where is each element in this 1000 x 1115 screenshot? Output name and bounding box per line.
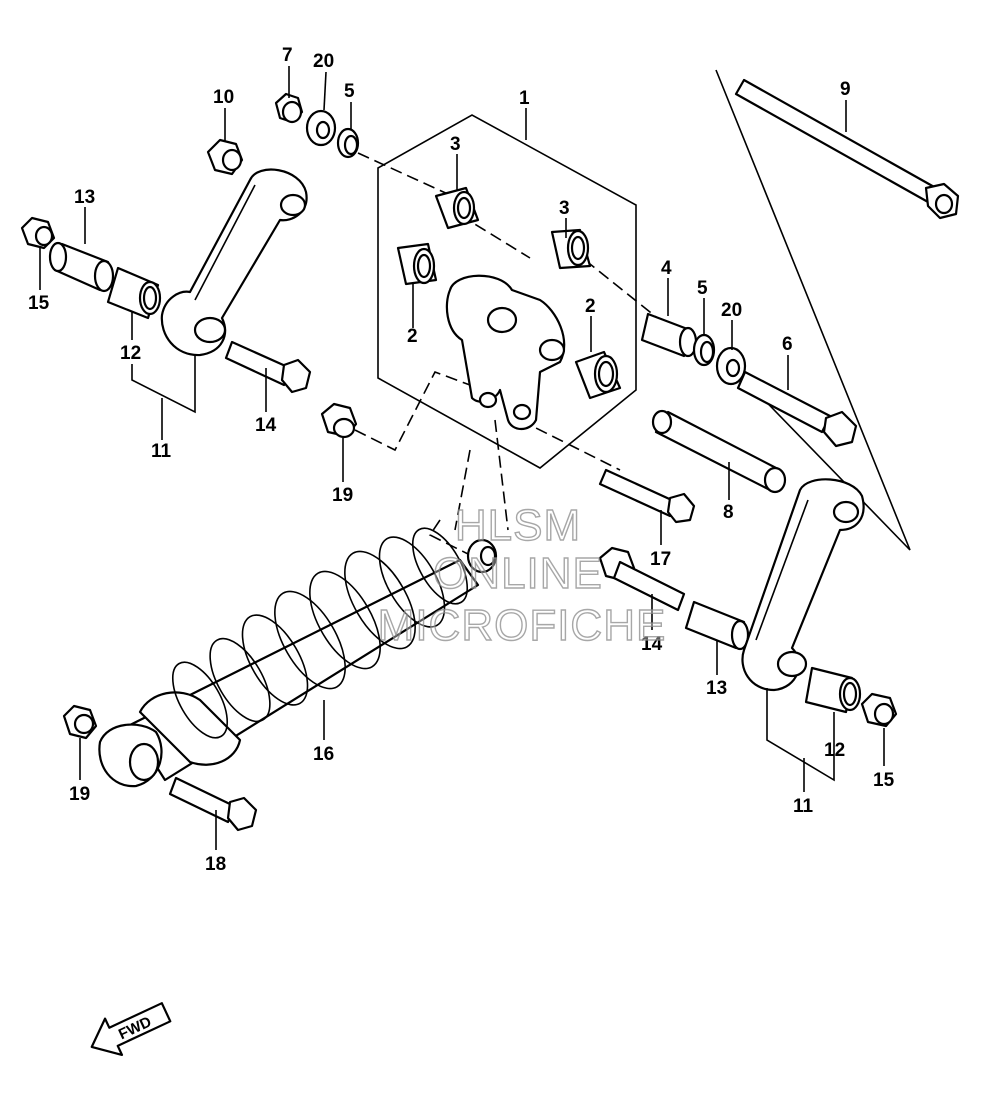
- callout-17: 17: [650, 549, 671, 570]
- callout-10: 10: [213, 87, 234, 108]
- collar-part-13-right: [684, 600, 750, 651]
- collar-part-13-left: [48, 241, 115, 293]
- callout-5-right: 5: [697, 278, 708, 299]
- nut-part-10: [206, 138, 244, 176]
- cushion-rod-right: [741, 478, 865, 692]
- nut-part-19-lower: [62, 704, 98, 740]
- watermark-line-3: MICROFICHE: [378, 601, 667, 650]
- washer-part-20-right: [715, 346, 747, 386]
- bolt-part-14-left: [224, 340, 312, 394]
- nut-part-7: [274, 92, 304, 124]
- callout-4: 4: [661, 258, 672, 279]
- callout-12-left: 12: [120, 343, 141, 364]
- seal-part-5-right: [692, 333, 716, 367]
- callout-15-left: 15: [28, 293, 50, 314]
- cushion-lever-box: [377, 114, 637, 469]
- bolt-9-reference-line: [715, 69, 911, 551]
- callout-9: 9: [840, 79, 851, 100]
- callout-18: 18: [205, 854, 226, 875]
- callout-6: 6: [782, 334, 793, 355]
- cushion-rod-left: [160, 168, 308, 357]
- callout-12-right: 12: [824, 740, 845, 761]
- bearing-part-2-left: [396, 242, 438, 286]
- callout-13-right: 13: [706, 678, 727, 699]
- cushion-lever: [445, 274, 566, 431]
- bearing-part-3-upper: [434, 186, 480, 230]
- callout-14-left: 14: [255, 415, 277, 436]
- callout-14-right: 14: [641, 634, 663, 655]
- callout-20-top: 20: [313, 51, 334, 72]
- callout-7: 7: [282, 45, 293, 66]
- callout-2-right: 2: [585, 296, 596, 317]
- pipe-part-8: [651, 409, 787, 494]
- seal-part-5-top: [336, 127, 360, 159]
- assembly-lines: [354, 152, 661, 556]
- callout-2-left: 2: [407, 326, 418, 347]
- nut-part-15-left: [20, 216, 56, 250]
- callout-3-upper: 3: [450, 134, 461, 155]
- callout-15-right: 15: [873, 770, 895, 791]
- bearing-part-12-right: [804, 666, 862, 714]
- shock-absorber-part-16: [98, 527, 498, 788]
- callout-11-right: 11: [793, 796, 814, 817]
- washer-part-20-top: [305, 109, 337, 147]
- bearing-part-12-left: [106, 266, 162, 320]
- callout-16: 16: [313, 744, 334, 765]
- callout-20-right: 20: [721, 300, 742, 321]
- callout-1: 1: [519, 88, 530, 109]
- nut-part-15-right: [860, 692, 898, 728]
- nut-part-19-upper: [320, 402, 358, 439]
- callout-19-lower: 19: [69, 784, 90, 805]
- watermark-line-2: ONLINE: [433, 549, 603, 598]
- callout-8: 8: [723, 502, 734, 523]
- fwd-arrow-icon: FWD: [90, 1002, 172, 1056]
- watermark-line-1: HLSM: [455, 501, 581, 550]
- collar-part-4: [640, 312, 698, 358]
- bolt-part-18: [168, 776, 258, 832]
- callout-5-top: 5: [344, 81, 355, 102]
- bearing-part-3-right: [550, 228, 592, 270]
- callout-labels: 1 7 20 5 10 3 3 2 2 4 5 20 6 8 9 13 15 1…: [28, 45, 895, 875]
- callout-13-left: 13: [74, 187, 95, 208]
- bolt-part-14-right: [598, 546, 686, 612]
- bolt-part-17: [598, 468, 696, 524]
- bolt-part-6: [736, 370, 858, 448]
- leader-lines: [39, 66, 885, 850]
- watermark: HLSM ONLINE MICROFICHE: [377, 500, 667, 650]
- callout-11-left: 11: [151, 441, 172, 462]
- bolt-part-9: [734, 78, 960, 220]
- bearing-part-2-right: [574, 350, 622, 400]
- callout-3-right: 3: [559, 198, 570, 219]
- callout-19-upper: 19: [332, 485, 353, 506]
